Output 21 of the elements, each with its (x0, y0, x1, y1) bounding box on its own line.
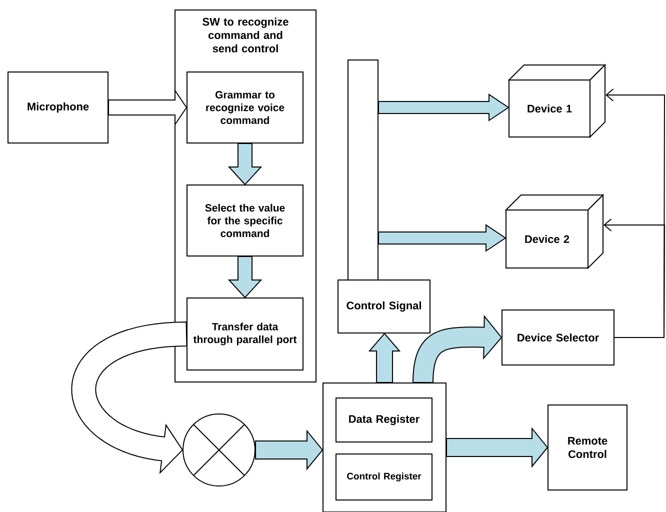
process-box: Select the value for the specific command (186, 184, 304, 256)
device-selector-box: Device Selector (502, 310, 614, 366)
block-arrow (255, 430, 324, 470)
block-arrow (228, 143, 262, 186)
block-arrow (368, 332, 401, 383)
register-box: Data Register (336, 398, 432, 442)
multiplexer-circle (182, 414, 256, 486)
block-arrow (108, 88, 188, 126)
block-arrow (378, 94, 510, 122)
signal-bar (348, 60, 378, 280)
block-arrow (228, 256, 262, 298)
block-arrow (412, 314, 502, 384)
block-arrow (446, 427, 548, 468)
process-box: Transfer data through parallel port (186, 298, 304, 370)
process-box: Grammar to recognize voice command (186, 72, 304, 144)
remote-control-box: Remote Control (548, 404, 628, 490)
arrow (604, 218, 665, 338)
register-box: Control Register (336, 454, 432, 500)
control-signal-box: Control Signal (338, 280, 430, 334)
microphone-box: Microphone (8, 72, 108, 144)
block-arrow (378, 224, 506, 252)
